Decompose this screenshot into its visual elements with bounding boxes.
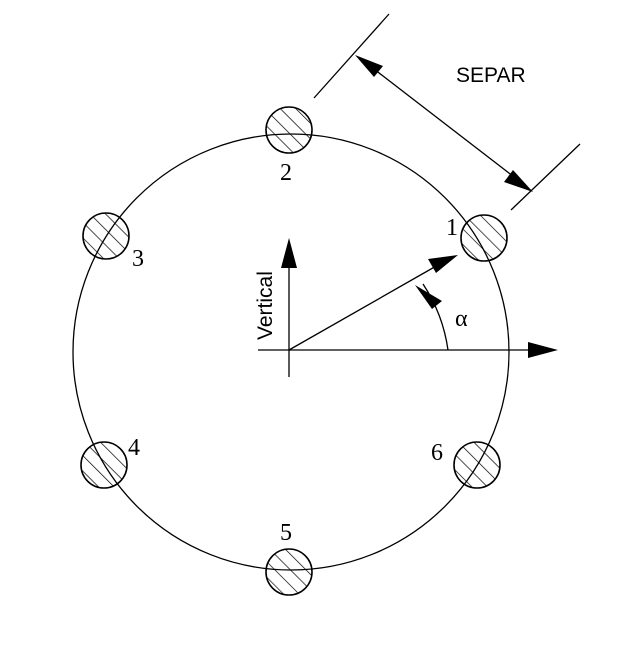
bundle-circle xyxy=(72,133,510,571)
conductor-3: 3 xyxy=(82,212,144,272)
conductor-4-label: 4 xyxy=(128,435,140,461)
separation-label: SEPAR xyxy=(456,64,526,87)
conductor-2-label: 2 xyxy=(280,160,292,186)
conductor-5: 5 xyxy=(265,520,313,596)
conductor-1-label: 1 xyxy=(446,215,458,241)
conductor-3-shape xyxy=(82,212,130,260)
conductor-6-label: 6 xyxy=(431,440,443,466)
separation-extension-line-lower xyxy=(510,143,581,211)
separation-extension-line-upper xyxy=(313,13,390,99)
conductor-2: 2 xyxy=(265,106,313,186)
conductor-4-shape xyxy=(80,441,128,489)
horizontal-axis-arrowhead xyxy=(528,342,558,358)
conductor-direction-vector xyxy=(288,264,439,351)
angle-arc xyxy=(422,283,449,351)
conductor-3-label: 3 xyxy=(132,246,144,272)
conductor-direction-arrowhead xyxy=(428,255,458,273)
vertical-axis-arrowhead xyxy=(281,238,297,268)
separation-arrowhead-lower xyxy=(504,170,533,192)
conductor-6-shape xyxy=(453,441,501,489)
conductor-2-shape xyxy=(265,106,313,154)
conductor-5-shape xyxy=(265,548,313,596)
conductor-1: 1 xyxy=(446,214,508,262)
separation-dimension-line xyxy=(369,65,519,181)
conductor-4: 4 xyxy=(80,435,140,489)
separation-arrowhead-upper xyxy=(355,55,383,77)
vertical-axis-label: Vertical xyxy=(254,271,277,340)
conductor-1-shape xyxy=(460,214,508,262)
angle-arc-arrowhead xyxy=(415,285,442,309)
angle-label: α xyxy=(455,306,468,332)
conductor-6: 6 xyxy=(431,440,501,489)
conductor-5-label: 5 xyxy=(280,520,292,546)
